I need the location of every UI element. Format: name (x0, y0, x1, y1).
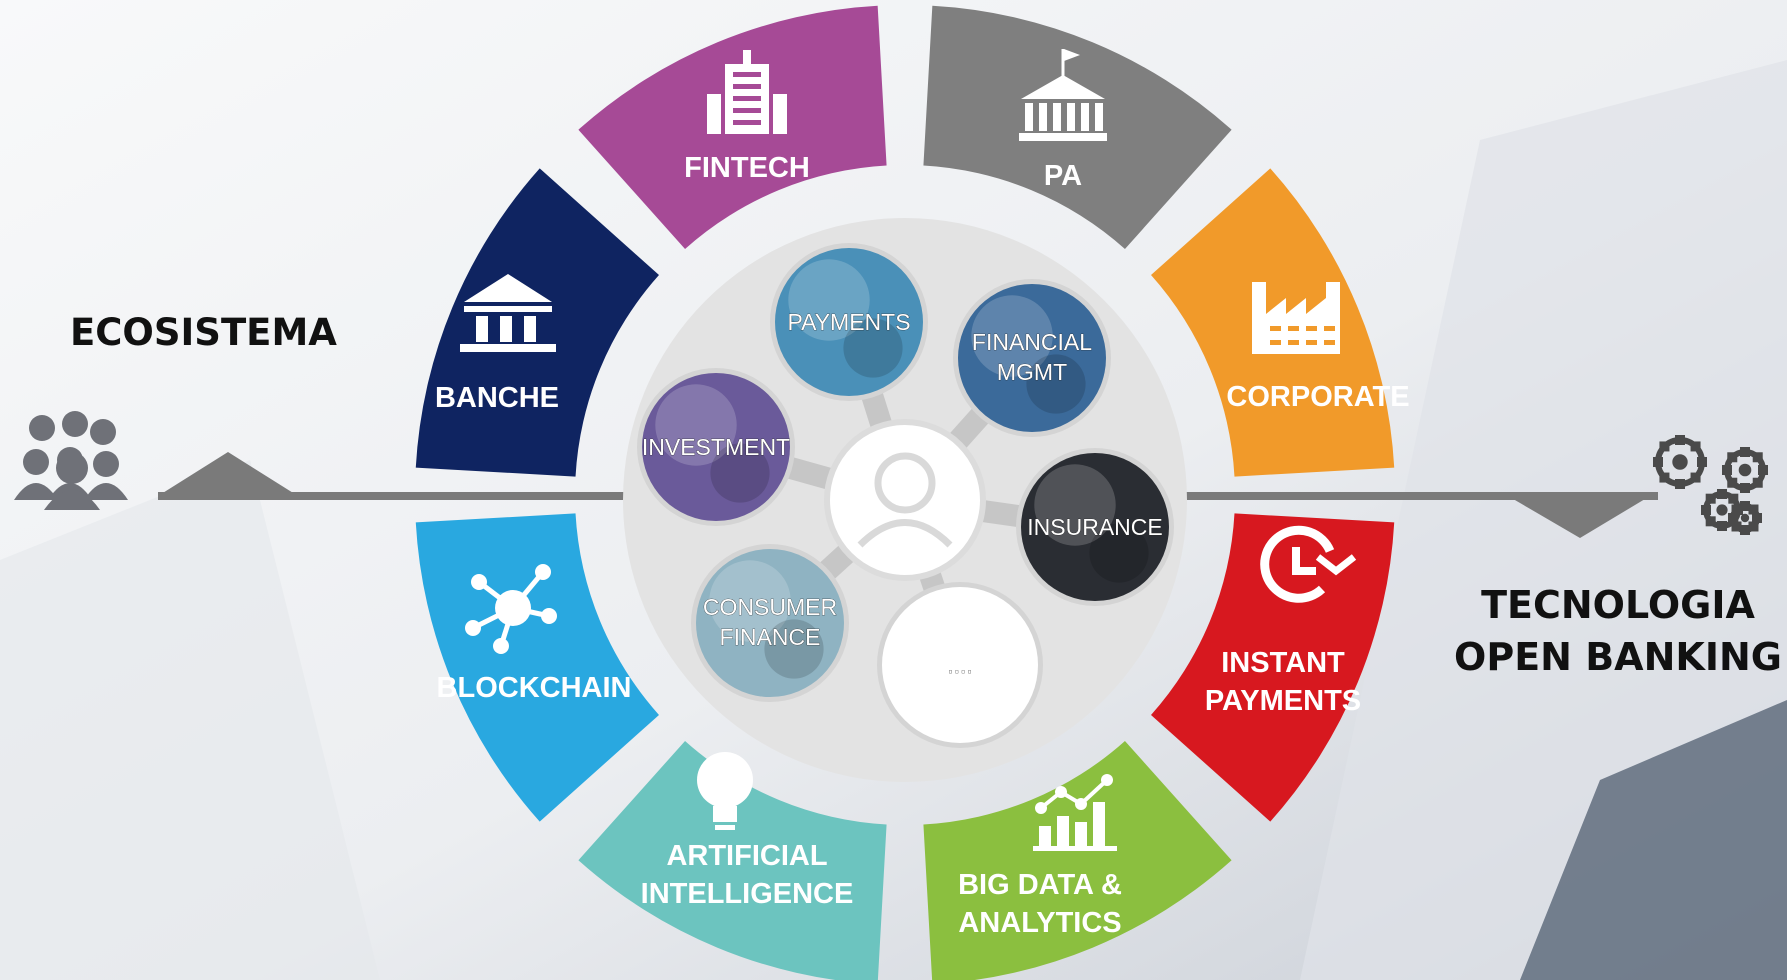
segment-label2-big-data: ANALYTICS (958, 907, 1121, 939)
bubble-investment: INVESTMENT (637, 368, 795, 526)
gears-icon (1653, 435, 1768, 535)
segment-label2-instant-payments: PAYMENTS (1205, 685, 1361, 717)
people-group-icon (14, 411, 128, 510)
bubble-financial-mgmt: FINANCIAL MGMT (953, 279, 1111, 437)
bubble-label2-consumer-finance: FINANCE (720, 624, 821, 650)
bubble-label-financial-mgmt: FINANCIAL (972, 329, 1092, 355)
segment-label2-ai: INTELLIGENCE (641, 878, 854, 910)
segment-fintech: FINTECH (578, 5, 887, 249)
bubble-more: .... (877, 582, 1043, 748)
background-shadow (1520, 700, 1787, 980)
segment-pa: PA (923, 5, 1232, 249)
tecnologia-label: TECNOLOGIA (1481, 583, 1755, 627)
segment-big-data: BIG DATA & ANALYTICS (923, 741, 1232, 980)
bank-icon (460, 274, 556, 352)
segment-ring: FINTECH PA CORPORATE INSTANT PAYMENTS BIG DAT… (415, 5, 1410, 980)
bubble-label-payments: PAYMENTS (787, 309, 910, 335)
skyscraper-icon (707, 50, 787, 134)
bubble-consumer-finance: CONSUMER FINANCE (691, 544, 849, 702)
government-building-icon (1019, 49, 1107, 141)
segment-label-ai: ARTIFICIAL (666, 840, 827, 872)
ecosistema-label: ECOSISTEMA (70, 311, 337, 354)
segment-label-corporate: CORPORATE (1226, 381, 1409, 413)
bubble-label-consumer-finance: CONSUMER (703, 594, 837, 620)
bubble-label-more: .... (947, 652, 973, 678)
segment-instant-payments: INSTANT PAYMENTS (1151, 513, 1395, 822)
left-triangle-marker (158, 452, 298, 496)
segment-ai: ARTIFICIAL INTELLIGENCE (578, 741, 887, 980)
bubble-insurance: INSURANCE (1016, 448, 1174, 606)
open-banking-label: OPEN BANKING (1454, 635, 1782, 679)
segment-label-blockchain: BLOCKCHAIN (437, 672, 632, 704)
segment-label-big-data: BIG DATA & (958, 869, 1122, 901)
center-hub (824, 419, 986, 581)
right-triangle-marker (1508, 496, 1650, 538)
network-node-icon (465, 564, 557, 654)
service-bubbles: PAYMENTS FINANCIAL MGMT INSURANCE CONSUMER FI… (637, 243, 1174, 748)
bubble-label-investment: INVESTMENT (642, 434, 790, 460)
segment-label-pa: PA (1044, 160, 1082, 192)
bubble-label2-financial-mgmt: MGMT (997, 359, 1067, 385)
segment-banche: BANCHE (415, 168, 659, 477)
lightbulb-icon (697, 752, 753, 830)
segment-blockchain: BLOCKCHAIN (415, 513, 659, 822)
background-building (1300, 60, 1787, 980)
factory-icon (1252, 282, 1340, 354)
bubble-label-insurance: INSURANCE (1027, 514, 1162, 540)
bar-chart-trend-icon (1033, 774, 1117, 851)
bubble-payments: PAYMENTS (770, 243, 928, 401)
segment-corporate: CORPORATE (1151, 168, 1410, 477)
segment-label-instant-payments: INSTANT (1221, 647, 1345, 679)
segment-label-banche: BANCHE (435, 382, 559, 414)
clock-arrow-icon (1260, 525, 1357, 603)
segment-label-fintech: FINTECH (684, 152, 810, 184)
user-icon (857, 452, 953, 548)
background-shape-left (0, 460, 380, 980)
